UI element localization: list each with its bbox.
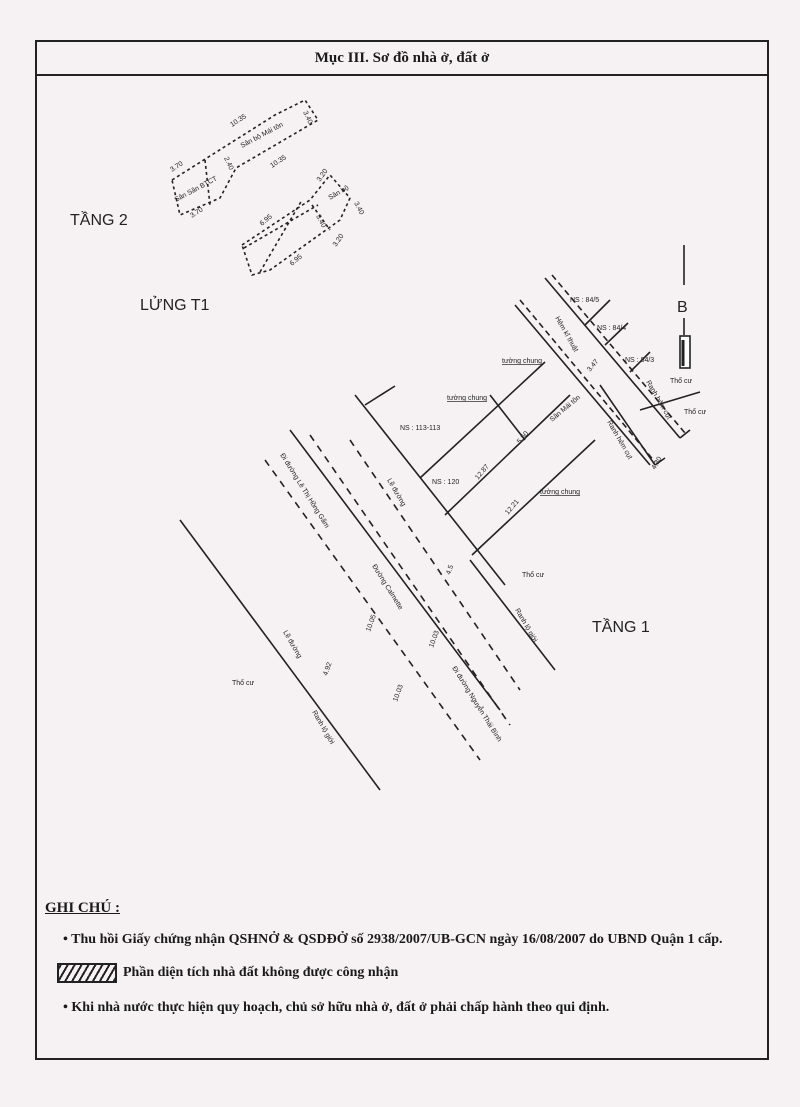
label-tho-cu: Thổ cư [522,571,545,579]
section-title: Mục III. Sơ đồ nhà ở, đất ở [314,49,490,66]
section-header: Mục III. Sơ đồ nhà ở, đất ở [37,42,767,76]
dim: 3.40 [352,201,365,216]
label-san-btct: Sân Sân BTCT [174,175,219,204]
hatch-swatch-icon [57,963,117,983]
dim: 10.03 [428,630,441,649]
label-tho-cu: Thổ cư [670,377,693,385]
floor-label-lung-t1: LỬNG T1 [140,295,209,314]
dim: 3.20 [332,233,346,248]
tang2-labels: Sân bộ Mái tôn Sân Sân BTCT 10.35 10.35 … [169,110,313,220]
label-le-duong: Lề đường [385,477,408,508]
floor-label-tang1: TẦNG 1 [592,617,650,636]
dim: 3.40 [314,214,327,229]
label-ns: NS : 84/4 [597,325,626,332]
dim: 2.40 [222,156,234,171]
legend-text: Phần diện tích nhà đất không được công n… [123,965,399,980]
label-street: Đi đường Lê Thị Hồng Gấm [278,451,332,529]
floor-label-tang2: TẦNG 2 [70,210,128,229]
tang1-parcel [354,274,701,586]
note-item-1: • Thu hồi Giấy chứng nhận QSHNỞ & QSDĐỞ … [63,932,723,947]
tang2-outline [171,98,320,217]
dim: 4.5 [445,564,455,576]
dim: 3.70 [169,160,184,173]
label-ns: NS : 84/5 [570,297,599,304]
tang1-labels: NS : 84/5 NS : 84/4 NS : 84/3 Hẻm kĩ thu… [232,297,707,746]
dim: 10.35 [229,113,248,128]
label-tuong-chung: tường chung [447,395,487,402]
label-ns: NS : 120 [432,479,459,486]
north-label: B [677,299,688,316]
label-ranh-lo-gioi: Ranh lộ giới [310,710,335,747]
dim: 12.21 [504,498,521,516]
note-item-1-text: Thu hồi Giấy chứng nhận QSHNỞ & QSDĐỞ số… [71,932,723,947]
dim: 4.30 [651,456,664,471]
label-ns: NS : 84/3 [625,357,654,364]
dim: 6.95 [259,213,274,227]
document-frame: Mục III. Sơ đồ nhà ở, đất ở [35,40,769,1060]
lung-t1-labels: Sân bộ 3.20 3.40 6.95 3.40 3.20 6.95 [259,168,365,268]
label-ranh-lo-gioi: Ranh lộ giới [513,608,538,645]
note-item-2-text: Khi nhà nước thực hiện quy hoạch, chủ sở… [71,1000,610,1015]
label-tho-cu: Thổ cư [232,679,255,687]
label-san-bo-mai-ton: Sân bộ Mái tôn [240,121,285,149]
label-tho-cu: Thổ cư [684,408,707,416]
dim: 3.70 [189,206,204,219]
dim: 3.47 [586,358,600,373]
north-arrow-icon [679,245,691,369]
label-ns: NS : 113-113 [400,425,440,432]
legend-hatched: Phần diện tích nhà đất không được công n… [57,963,755,983]
dim: 10.05 [365,614,378,633]
notes-heading: GHI CHÚ : [45,900,120,916]
label-hem: Hẻm kĩ thuật [553,316,579,354]
dim: 10.03 [392,684,405,703]
dim: 3.20 [316,168,330,183]
label-street: Đường Calmette [370,563,404,611]
label-tuong-chung: tường chung [502,358,542,365]
label-san-bo: Sân bộ [328,185,351,202]
roads [179,429,556,791]
dim: 3.40 [301,110,313,125]
note-item-2: • Khi nhà nước thực hiện quy hoạch, chủ … [63,1000,610,1015]
label-tuong-chung: tường chung [540,489,580,496]
notes-section: GHI CHÚ : • Thu hồi Giấy chứng nhận QSHN… [45,900,755,1031]
dim: 4.92 [322,661,333,676]
lung-t1-outline [241,173,351,276]
label-le-duong: Lề đường [281,629,304,660]
dim: 10.35 [269,154,288,169]
